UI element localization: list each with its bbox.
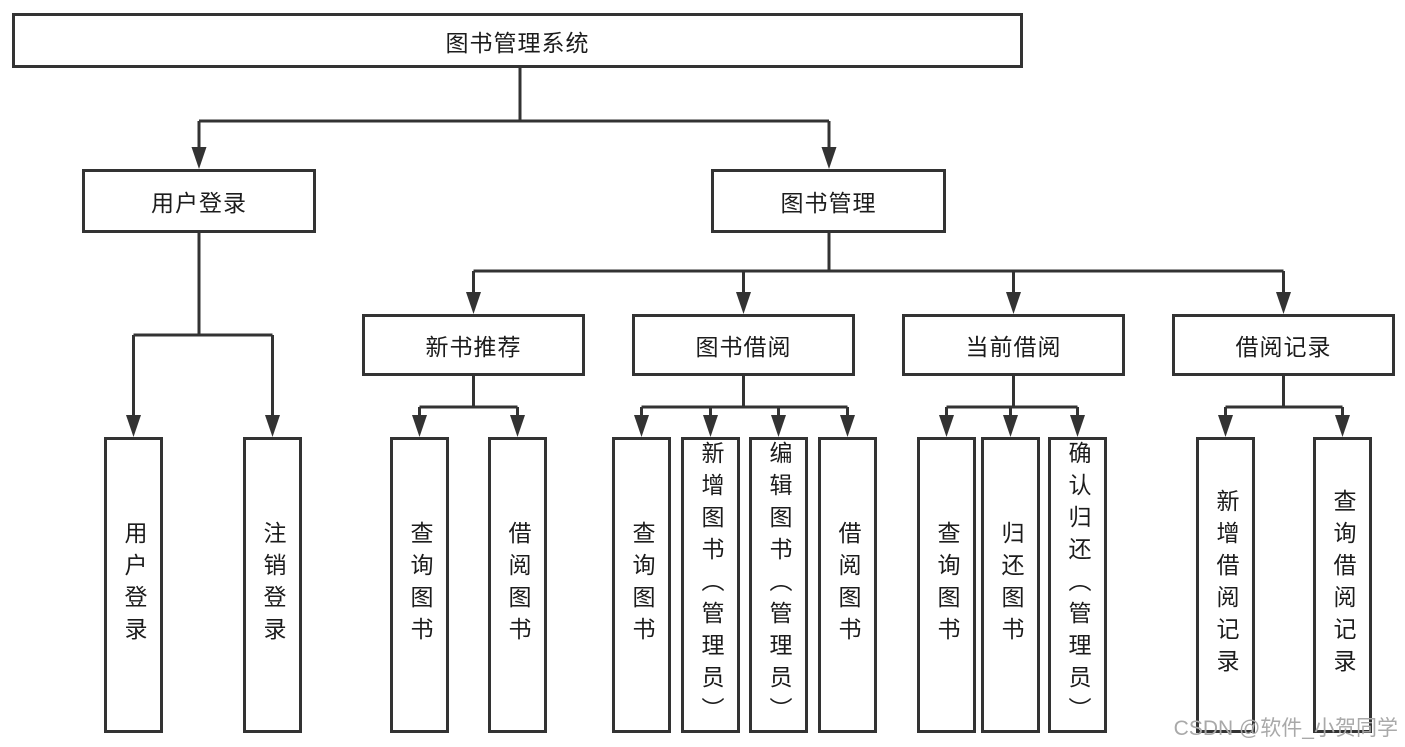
arrow-icon bbox=[510, 415, 525, 437]
arrow-icon bbox=[634, 415, 649, 437]
leaf-add-book-admin: 新增图书（管理员） bbox=[681, 437, 740, 733]
arrow-icon bbox=[771, 415, 786, 437]
arrow-icon bbox=[466, 292, 481, 314]
node-library-system: 图书管理系统 bbox=[12, 13, 1023, 68]
arrow-icon bbox=[1218, 415, 1233, 437]
leaf-user-login: 用户登录 bbox=[104, 437, 163, 733]
arrow-icon bbox=[1006, 292, 1021, 314]
leaf-query-books-borrowing: 查询图书 bbox=[612, 437, 671, 733]
arrow-icon bbox=[703, 415, 718, 437]
leaf-borrow-books-borrowing: 借阅图书 bbox=[818, 437, 877, 733]
leaf-logout-login: 注销登录 bbox=[243, 437, 302, 733]
arrow-icon bbox=[1276, 292, 1291, 314]
leaf-query-books-recommend: 查询图书 bbox=[390, 437, 449, 733]
connector-newbook-to-leaves bbox=[418, 376, 519, 418]
leaf-query-books-current: 查询图书 bbox=[917, 437, 976, 733]
arrow-icon bbox=[191, 147, 207, 169]
leaf-confirm-return-admin: 确认归还（管理员） bbox=[1048, 437, 1107, 733]
watermark-csdn: CSDN @软件_小贺同学 bbox=[1173, 717, 1398, 740]
node-borrow-records: 借阅记录 bbox=[1172, 314, 1395, 376]
arrow-icon bbox=[412, 415, 427, 437]
connector-root-to-level1 bbox=[197, 68, 831, 150]
leaf-return-books: 归还图书 bbox=[981, 437, 1040, 733]
node-book-management: 图书管理 bbox=[711, 169, 946, 233]
connector-userlogin-to-leaves bbox=[132, 233, 274, 418]
leaf-query-borrow-record: 查询借阅记录 bbox=[1313, 437, 1372, 733]
arrow-icon bbox=[126, 415, 141, 437]
node-user-login: 用户登录 bbox=[82, 169, 316, 233]
arrow-icon bbox=[939, 415, 954, 437]
node-book-borrowing: 图书借阅 bbox=[632, 314, 855, 376]
node-new-book-recommend: 新书推荐 bbox=[362, 314, 585, 376]
arrow-icon bbox=[840, 415, 855, 437]
leaf-edit-book-admin: 编辑图书（管理员） bbox=[749, 437, 808, 733]
arrowheads bbox=[126, 147, 1350, 437]
connector-borrowing-to-leaves bbox=[640, 376, 849, 418]
arrow-icon bbox=[265, 415, 280, 437]
arrow-icon bbox=[821, 147, 837, 169]
leaf-add-borrow-record: 新增借阅记录 bbox=[1196, 437, 1255, 733]
arrow-icon bbox=[1070, 415, 1085, 437]
connector-current-to-leaves bbox=[945, 376, 1079, 418]
leaf-borrow-books-recommend: 借阅图书 bbox=[488, 437, 547, 733]
arrow-icon bbox=[1003, 415, 1018, 437]
connector-bookmgmt-to-level2 bbox=[472, 233, 1285, 295]
connector-records-to-leaves bbox=[1224, 376, 1344, 418]
arrow-icon bbox=[1335, 415, 1350, 437]
arrow-icon bbox=[736, 292, 751, 314]
node-current-borrowing: 当前借阅 bbox=[902, 314, 1125, 376]
